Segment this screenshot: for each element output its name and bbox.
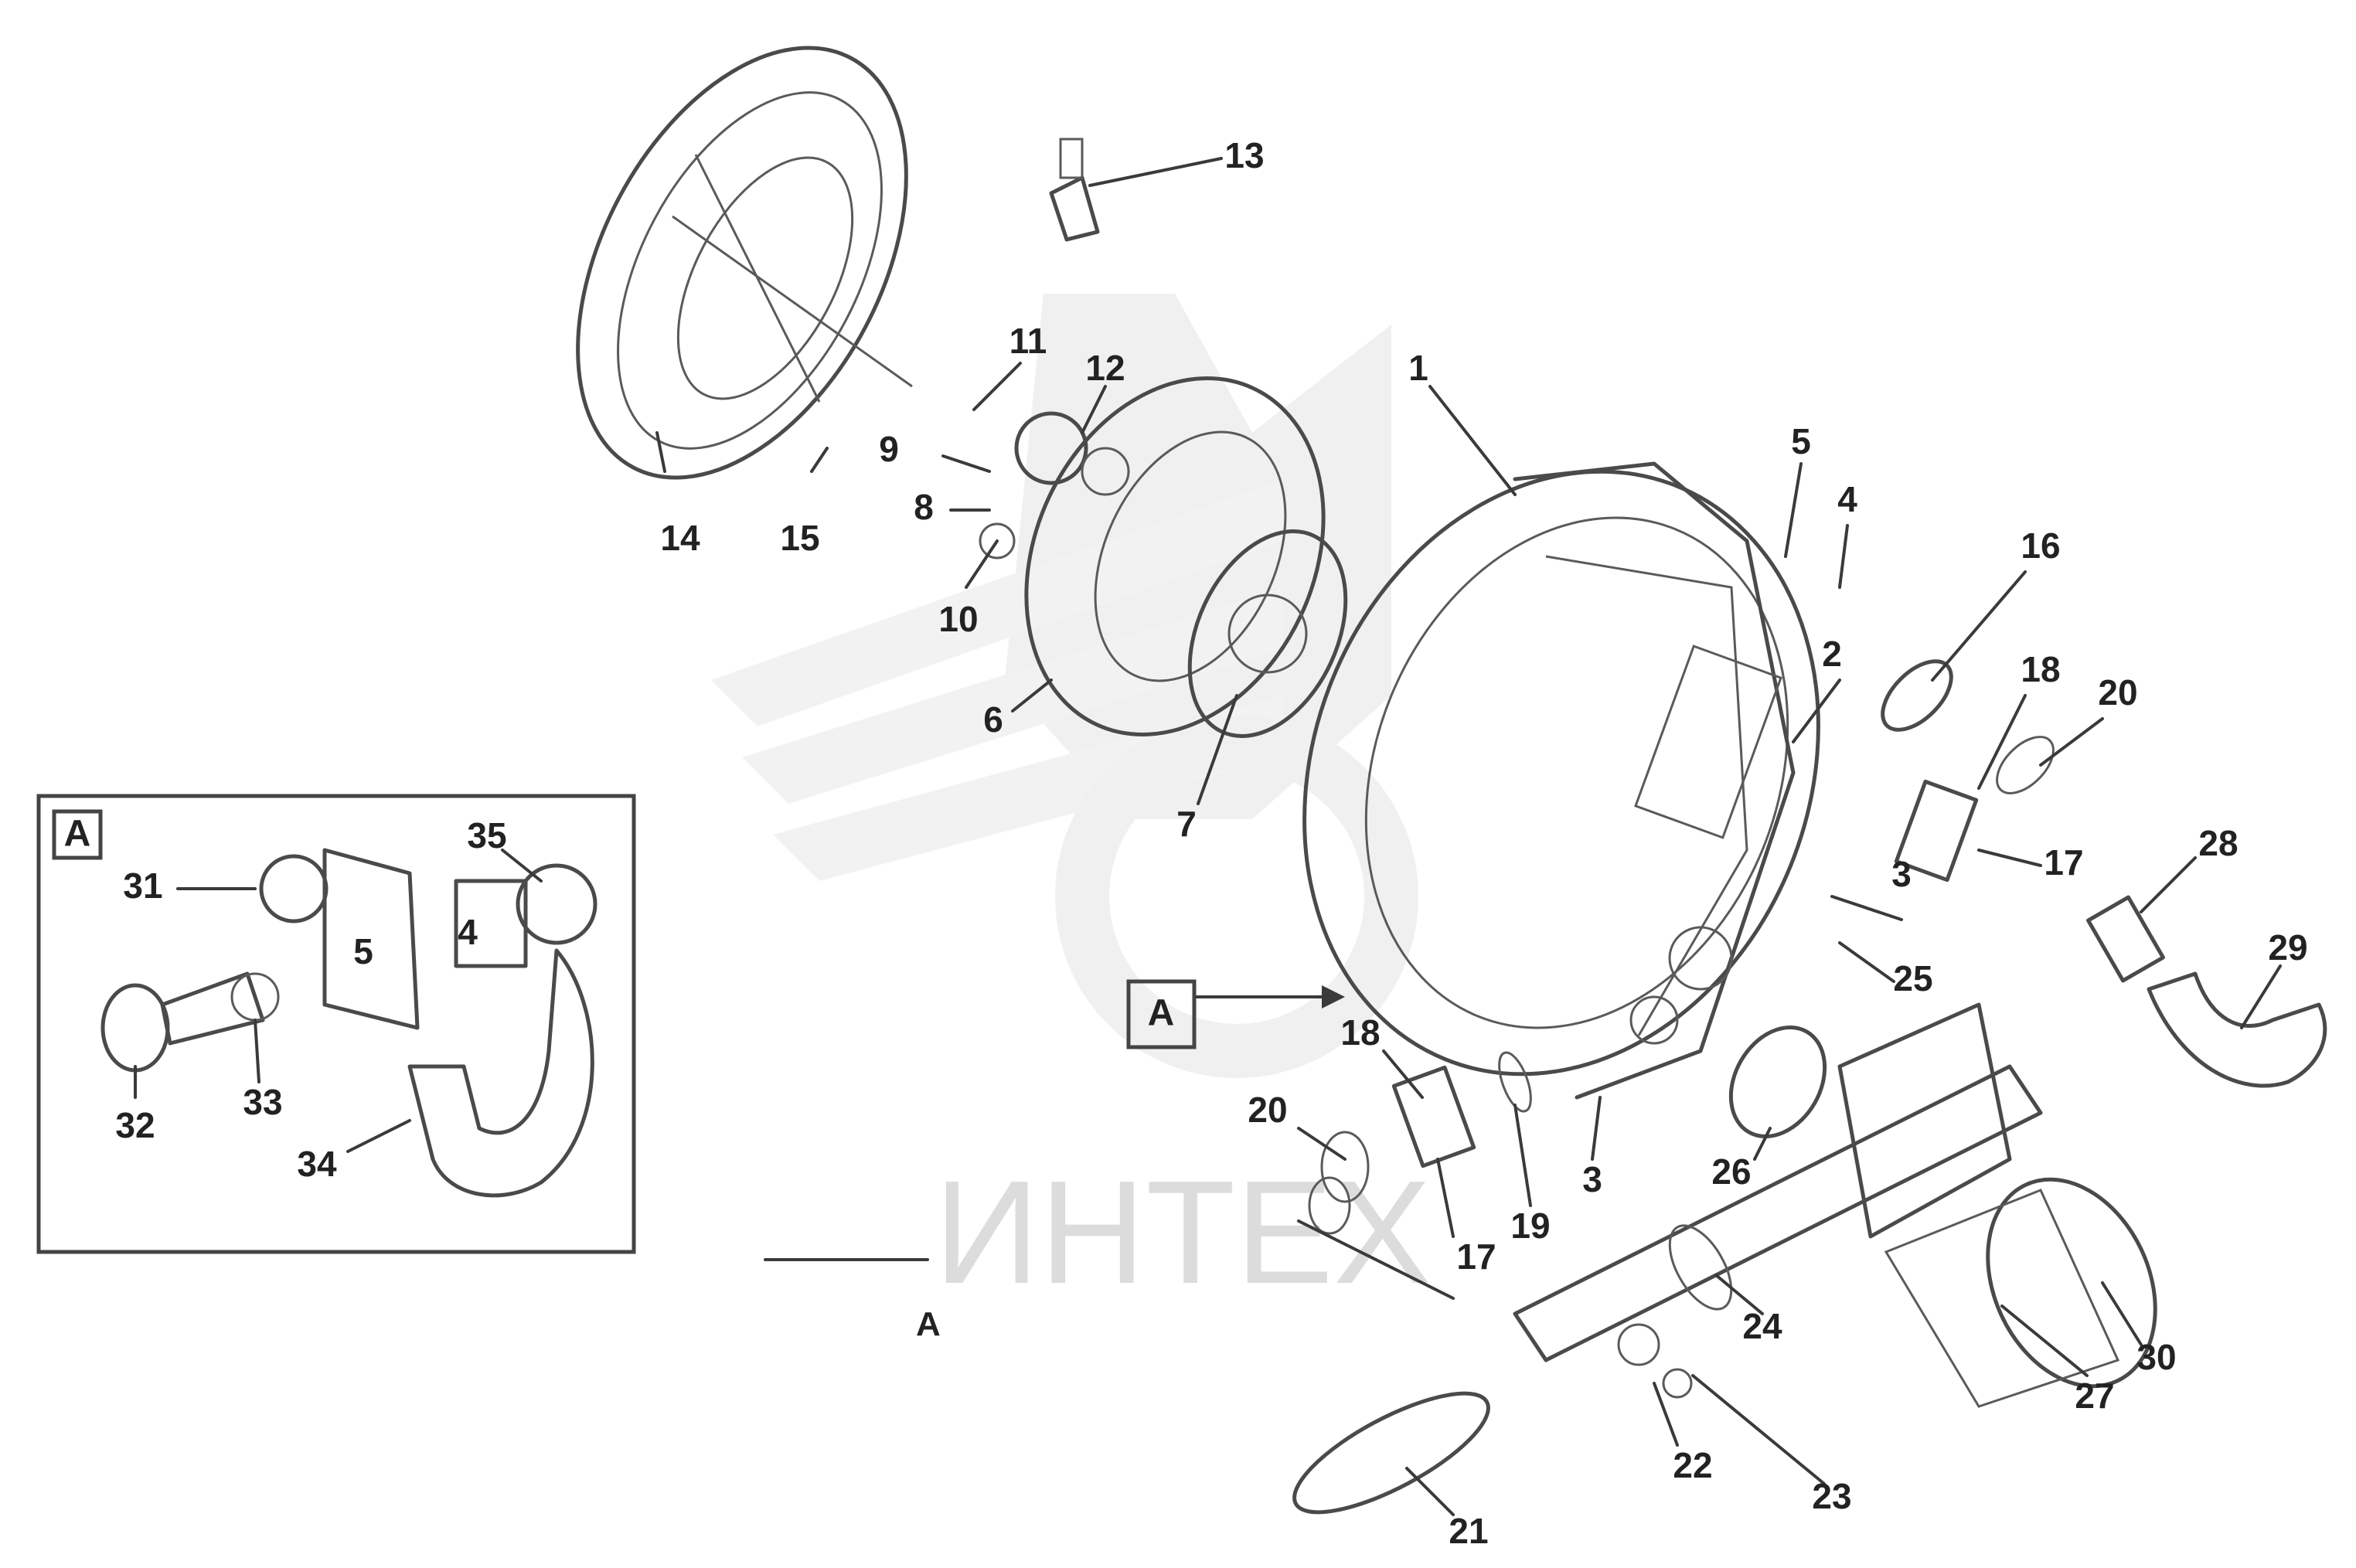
- lower-left-fittings: [1308, 1051, 1532, 1235]
- callout-29: 29: [2268, 927, 2307, 968]
- callout-30: 30: [2136, 1337, 2176, 1377]
- flange-assembly: [979, 376, 1348, 738]
- callout-18-left: 18: [1340, 1012, 1380, 1053]
- callout-13: 13: [1224, 135, 1264, 175]
- callout-8: 8: [914, 487, 934, 527]
- detail-view-a: A: [36, 794, 636, 1254]
- callout-3-upper: 3: [1891, 854, 1912, 894]
- callout-14: 14: [660, 518, 700, 558]
- callout-4: 4: [1837, 479, 1857, 519]
- detail-marker-letter: A: [1148, 993, 1175, 1034]
- watermark-text: ИНТЕХ: [934, 1151, 1431, 1315]
- o-ring-part: [1728, 1025, 1827, 1139]
- watermark-emblem: [711, 294, 1418, 1078]
- callout-2: 2: [1822, 634, 1842, 674]
- lever-shaft-assembly: [1292, 1002, 2157, 1515]
- callout-17-left: 17: [1456, 1236, 1496, 1277]
- callout-12: 12: [1085, 348, 1125, 388]
- callout-34: 34: [297, 1144, 337, 1184]
- elbow-hose-part: [2086, 895, 2327, 1088]
- callout-26: 26: [1711, 1151, 1751, 1192]
- figure-view-letter: A: [916, 1305, 941, 1343]
- callout-3: 3: [1582, 1159, 1602, 1199]
- callout-15: 15: [780, 518, 819, 558]
- callout-32: 32: [115, 1105, 155, 1145]
- callout-27: 27: [2075, 1376, 2114, 1416]
- callout-11: 11: [1009, 321, 1047, 361]
- main-housing: [1302, 461, 1820, 1100]
- callout-35: 35: [467, 815, 506, 855]
- callout-6: 6: [983, 699, 1003, 740]
- callout-19: 19: [1510, 1206, 1550, 1246]
- callout-21: 21: [1449, 1511, 1488, 1551]
- callout-25: 25: [1893, 958, 1932, 998]
- callout-9: 9: [879, 429, 899, 469]
- right-fittings: [1881, 659, 2055, 883]
- figure-caption: A: [764, 1258, 941, 1343]
- callout-layer: 1 2 3 4 5 6 7 8 9 10 11 12 13 14 15 16 1…: [115, 135, 2307, 1551]
- detail-view-letter: A: [64, 814, 91, 855]
- callout-5-detail: 5: [353, 931, 373, 971]
- callout-33: 33: [243, 1082, 282, 1122]
- leader-lines: [655, 157, 2282, 1516]
- callout-22: 22: [1673, 1445, 1712, 1485]
- callout-23: 23: [1812, 1476, 1851, 1516]
- callout-17-right: 17: [2044, 842, 2083, 883]
- callout-20-right: 20: [2098, 672, 2137, 713]
- callout-4-detail: 4: [458, 912, 478, 952]
- callout-16: 16: [2021, 526, 2060, 566]
- callout-28: 28: [2198, 823, 2238, 863]
- callout-7: 7: [1176, 804, 1197, 844]
- fitting-part-13: [1049, 138, 1100, 242]
- callout-24: 24: [1742, 1306, 1782, 1346]
- callout-10: 10: [938, 599, 978, 639]
- callout-1: 1: [1408, 348, 1428, 388]
- detail-marker-a: A: [1126, 979, 1345, 1049]
- cover-disc-part: [576, 46, 913, 480]
- callout-18-right: 18: [2021, 649, 2060, 689]
- callout-5: 5: [1791, 421, 1811, 461]
- callout-31: 31: [123, 866, 162, 906]
- callout-20-left: 20: [1248, 1090, 1287, 1130]
